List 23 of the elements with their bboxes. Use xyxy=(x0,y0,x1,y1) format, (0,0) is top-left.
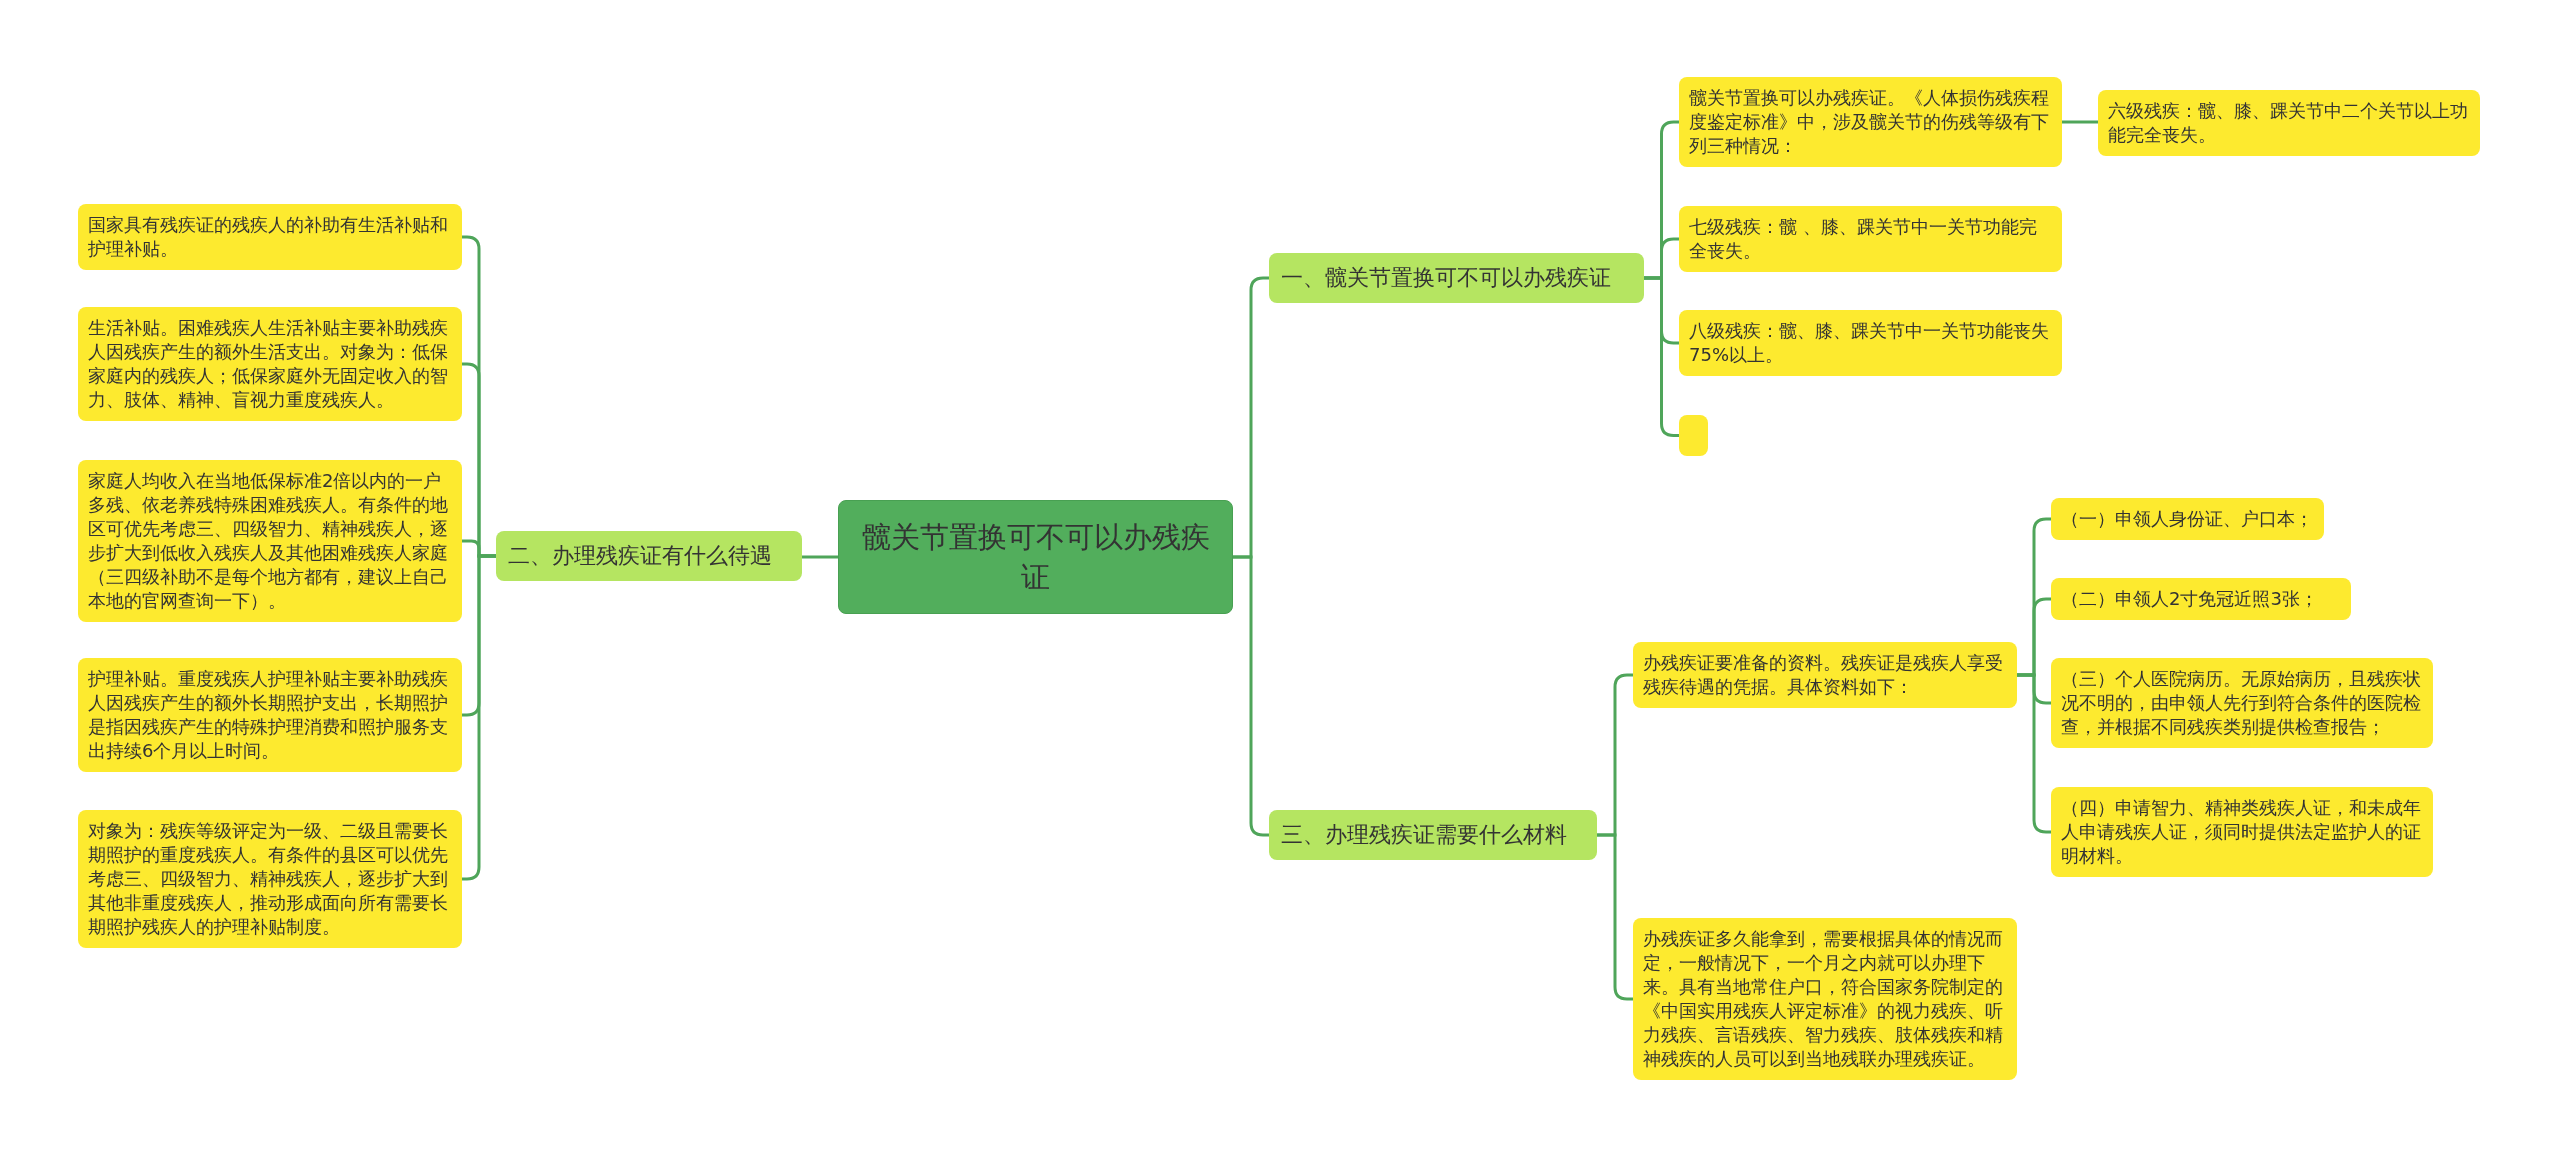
branch-topic-box: 二、办理残疾证有什么待遇 xyxy=(496,531,802,581)
topic-box: 髋关节置换可以办残疾证。《人体损伤残疾程度鉴定标准》中，涉及髋关节的伤残等级有下列三种情况： xyxy=(1679,77,2062,167)
topic-box: 七级残疾：髋 、膝、踝关节中一关节功能完全丧失。 xyxy=(1679,206,2062,272)
topic-box: 办残疾证要准备的资料。残疾证是残疾人享受残疾待遇的凭据。具体资料如下： xyxy=(1633,642,2017,708)
central-topic-box: 髋关节置换可不可以办残疾证 xyxy=(838,500,1233,614)
branch-topic-box: 一、髋关节置换可不可以办残疾证 xyxy=(1269,253,1644,303)
topic-box: （三）个人医院病历。无原始病历，且残疾状况不明的，由申领人先行到符合条件的医院检查，并根据不同残疾类别提供检查报告； xyxy=(2051,658,2433,748)
topic-box: （一）申领人身份证、户口本； xyxy=(2051,498,2324,540)
topic-box: 护理补贴。重度残疾人护理补贴主要补助残疾人因残疾产生的额外长期照护支出，长期照护是指因残疾产生的特殊护理消费和照护服务支出持续6个月以上时间。 xyxy=(78,658,462,772)
topic-box: 办残疾证多久能拿到，需要根据具体的情况而定，一般情况下，一个月之内就可以办理下来。具有当地常住户口，符合国家务院制定的《中国实用残疾人评定标准》的视力残疾、听力残疾、言语残疾、智力残疾、肢体残疾和精神残疾的人员可以到当地残联办理残疾证。 xyxy=(1633,918,2017,1080)
topic-box: 八级残疾：髋、膝、踝关节中一关节功能丧失75%以上。 xyxy=(1679,310,2062,376)
topic-box: 国家具有残疾证的残疾人的补助有生活补贴和护理补贴。 xyxy=(78,204,462,270)
connector-line xyxy=(1597,833,1633,1001)
branch-topic-box: 三、办理残疾证需要什么材料 xyxy=(1269,810,1597,860)
topic-box: 家庭人均收入在当地低保标准2倍以内的一户多残、依老养残特殊困难残疾人。有条件的地区可优先考虑三、四级智力、精神残疾人，逐步扩大到低收入残疾人及其他困难残疾人家庭（三四级补助不是每个地方都有，建议上自己本地的官网查询一下）。 xyxy=(78,460,462,622)
topic-box: （二）申领人2寸免冠近照3张； xyxy=(2051,578,2351,620)
topic-box: 生活补贴。困难残疾人生活补贴主要补助残疾人因残疾产生的额外生活支出。对象为：低保家庭内的残疾人；低保家庭外无固定收入的智力、肢体、精神、盲视力重度残疾人。 xyxy=(78,307,462,421)
connector-line xyxy=(2062,120,2098,124)
topic-box: 六级残疾：髋、膝、踝关节中二个关节以上功能完全丧失。 xyxy=(2098,90,2480,156)
topic-box: 对象为：残疾等级评定为一级、二级且需要长期照护的重度残疾人。有条件的县区可以优先考虑三、四级智力、精神残疾人，逐步扩大到其他非重度残疾人，推动形成面向所有需要长期照护残疾人的护理补贴制度。 xyxy=(78,810,462,948)
connector-line xyxy=(802,555,838,559)
topic-box: （四）申请智力、精神类残疾人证，和未成年人申请残疾人证，须同时提供法定监护人的证明材料。 xyxy=(2051,787,2433,877)
empty-topic-box xyxy=(1679,415,1708,456)
